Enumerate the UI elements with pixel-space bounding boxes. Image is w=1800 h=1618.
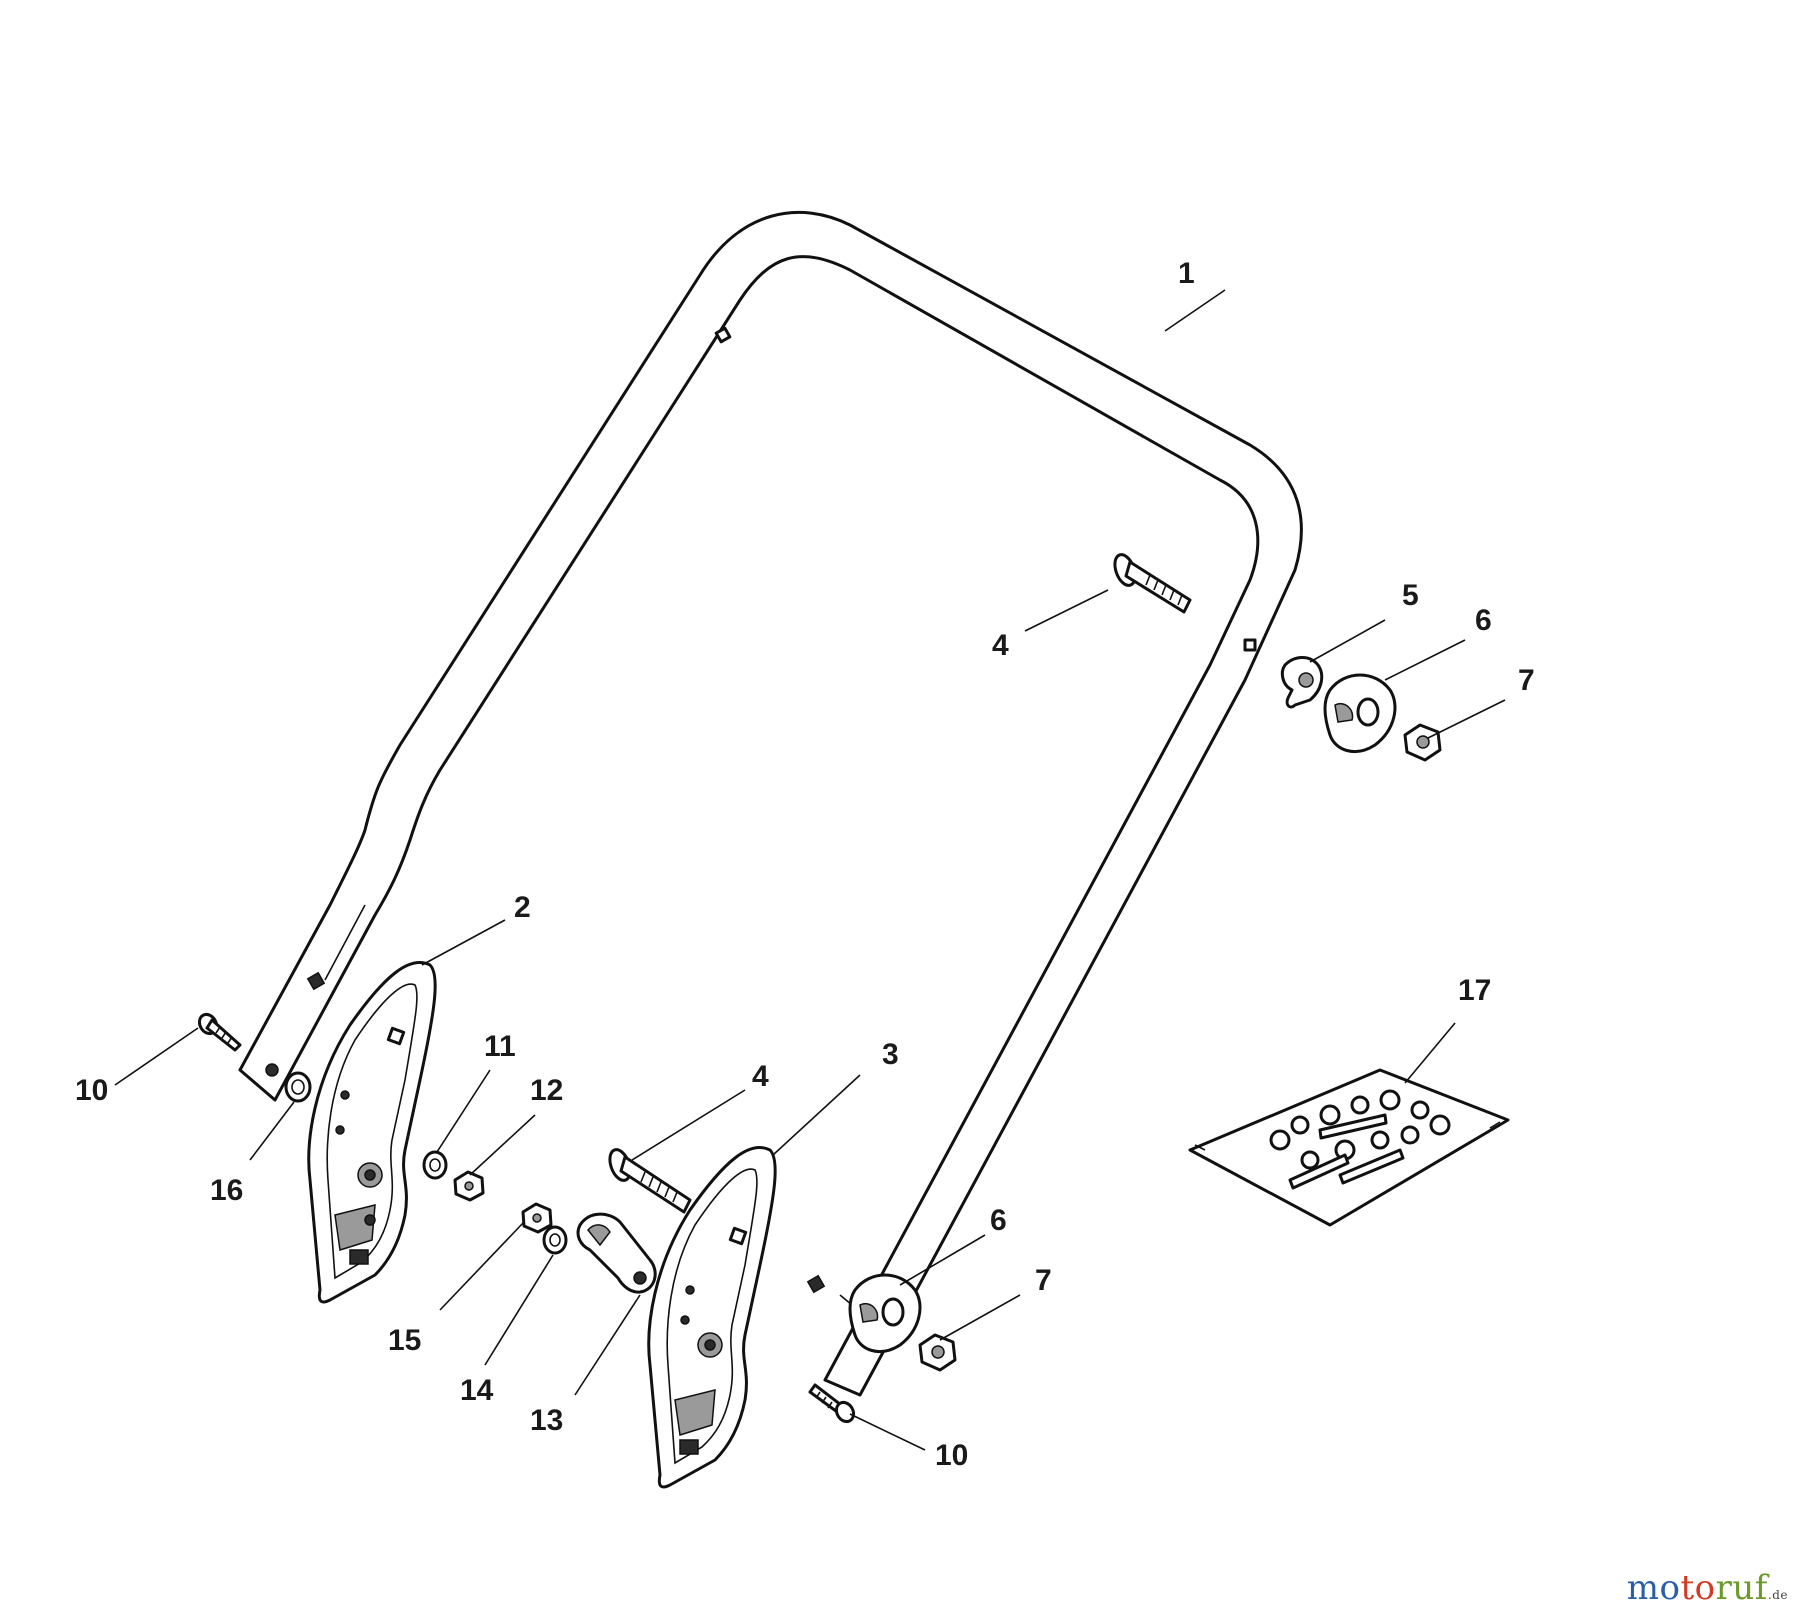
part-bolt-lower	[608, 1148, 692, 1214]
callout-7-upper: 7	[1518, 664, 1535, 697]
part-nut-upper	[1403, 723, 1442, 762]
part-washer-11	[422, 1150, 448, 1180]
callout-2: 2	[514, 891, 531, 924]
callout-16: 16	[210, 1174, 243, 1207]
callout-12: 12	[530, 1074, 563, 1107]
part-hardware-bag	[1188, 1068, 1510, 1227]
callout-7-lower: 7	[1035, 1264, 1052, 1297]
part-cam	[1280, 656, 1324, 709]
callout-15: 15	[388, 1324, 421, 1357]
watermark-suffix: .de	[1767, 1588, 1788, 1602]
part-right-bracket	[647, 1146, 777, 1489]
part-screw-left	[197, 1012, 242, 1052]
part-screw-right	[808, 1383, 856, 1424]
callout-4-upper: 4	[992, 629, 1009, 662]
callout-13: 13	[530, 1404, 563, 1437]
watermark-part2: to	[1680, 1568, 1716, 1608]
callout-14: 14	[460, 1374, 494, 1407]
part-bolt-upper	[1113, 553, 1192, 614]
watermark-part1: mo	[1626, 1568, 1681, 1608]
part-nut-12	[453, 1170, 485, 1202]
part-knob-upper	[1323, 673, 1397, 754]
callout-6-upper: 6	[1475, 604, 1492, 637]
callout-5: 5	[1402, 579, 1419, 612]
part-lever	[576, 1212, 657, 1294]
part-nut-lower	[918, 1333, 957, 1372]
callout-10-right: 10	[935, 1439, 968, 1472]
watermark-part3: ruf	[1715, 1568, 1768, 1608]
part-knob-lower	[848, 1273, 922, 1354]
callout-3: 3	[882, 1038, 899, 1071]
part-left-bracket	[307, 961, 437, 1304]
part-washer-14	[542, 1225, 568, 1255]
callouts: 1 2 3 4 4 5 6 6 7 7 10 10 11 12 13 14 15…	[75, 257, 1535, 1472]
callout-10-left: 10	[75, 1074, 108, 1107]
callout-6-lower: 6	[990, 1204, 1007, 1237]
callout-11: 11	[484, 1030, 516, 1063]
callout-4-lower: 4	[752, 1060, 769, 1093]
part-handle-bar	[238, 211, 1303, 1397]
leader-lines	[114, 289, 1506, 1451]
callout-1: 1	[1178, 257, 1195, 290]
callout-17: 17	[1458, 974, 1491, 1007]
part-washer-16	[284, 1071, 312, 1103]
part-nut-15	[521, 1202, 553, 1234]
site-watermark: motoruf.de	[1627, 1568, 1788, 1608]
